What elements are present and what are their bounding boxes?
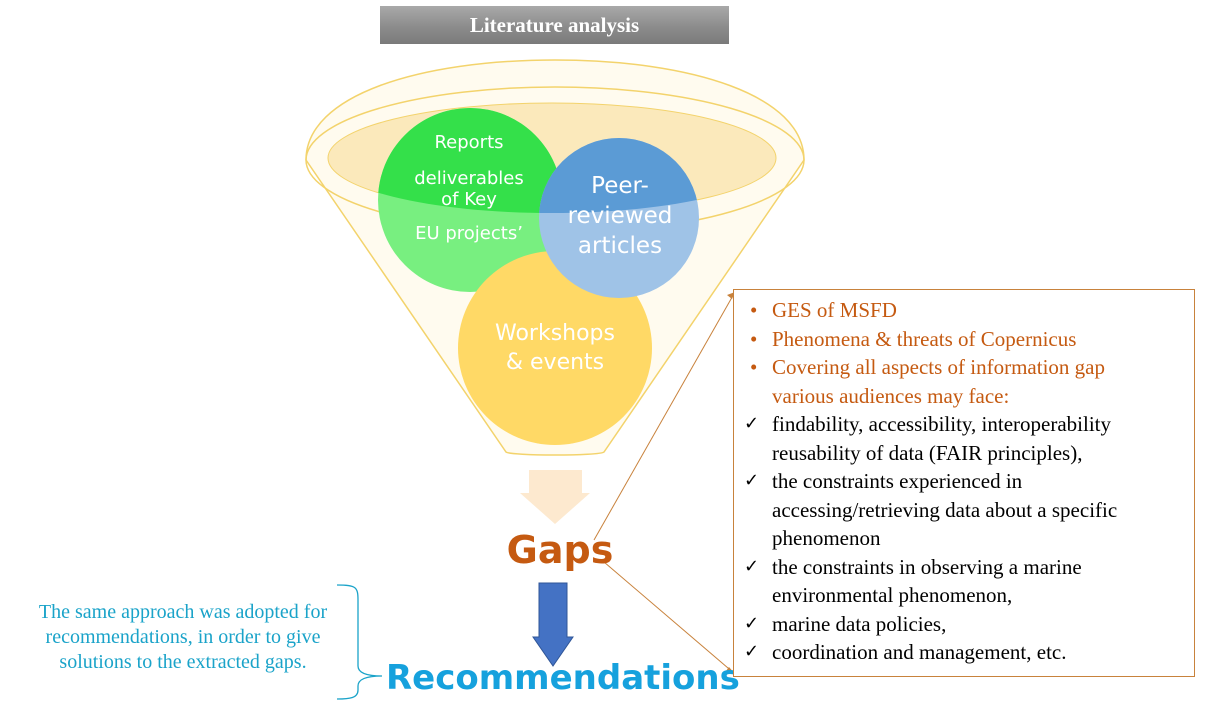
reports-label: Reports deliverables of Key EU projects’ bbox=[398, 132, 540, 244]
gap-aspects-box: • GES of MSFD • Phenomena & threats of Cope… bbox=[733, 289, 1195, 677]
check-item: ✓ marine data policies, bbox=[744, 610, 1184, 639]
item-line: environmental phenomenon, bbox=[772, 583, 1013, 607]
bullet-marker: • bbox=[750, 355, 758, 379]
bullet-marker: • bbox=[750, 326, 758, 351]
check-item: ✓ coordination and management, etc. bbox=[744, 638, 1184, 667]
checkmark-icon: ✓ bbox=[744, 555, 760, 577]
reports-circle-top bbox=[378, 108, 562, 213]
item-line: various audiences may face: bbox=[772, 383, 1010, 408]
item-line: accessing/retrieving data about a specif… bbox=[772, 497, 1118, 522]
note-brace bbox=[336, 584, 383, 700]
note-line2: recommendations, in order to give bbox=[45, 626, 321, 648]
gap-aspects-list: • GES of MSFD • Phenomena & threats of Cope… bbox=[744, 296, 1184, 667]
item-line: the constraints in observing a marine bbox=[772, 554, 1082, 579]
note-line1: The same approach was adopted for bbox=[38, 601, 328, 623]
check-item: ✓ findability, accessibility, interoperab… bbox=[744, 410, 1184, 467]
checkmark-icon: ✓ bbox=[744, 470, 760, 491]
workshops-circle bbox=[458, 251, 652, 445]
item-line: coordination and management, etc. bbox=[772, 640, 1067, 664]
item-line: the constraints experienced in bbox=[772, 469, 1023, 493]
check-item: ✓ the constraints experienced in accessing… bbox=[744, 467, 1184, 553]
header-title: Literature analysis bbox=[469, 12, 640, 37]
bullet-item: • Covering all aspects of information gap… bbox=[744, 353, 1184, 410]
peer-circle-top bbox=[539, 138, 699, 213]
item-line: marine data policies, bbox=[772, 611, 947, 636]
gaps-label: Gaps bbox=[506, 528, 614, 572]
checkmark-icon: ✓ bbox=[744, 641, 760, 662]
peer-line2: reviewed bbox=[567, 202, 673, 229]
recommendations-label: Recommendations bbox=[386, 658, 740, 698]
peer-label: Peer- reviewed articles bbox=[550, 172, 690, 262]
bullet-item: • GES of MSFD bbox=[744, 296, 1184, 325]
bullet-marker: • bbox=[750, 298, 758, 322]
item-line: findability, accessibility, interoperabi… bbox=[772, 412, 1112, 436]
workshops-label: Workshops & events bbox=[475, 320, 635, 377]
reports-line3: of Key bbox=[441, 189, 497, 211]
item-line: Phenomena & threats of Copernicus bbox=[772, 326, 1077, 351]
reports-line1: Reports bbox=[434, 132, 504, 153]
item-line: Covering all aspects of information gap bbox=[772, 355, 1105, 379]
check-item: ✓ the constraints in observing a marine en… bbox=[744, 553, 1184, 610]
bullet-item: • Phenomena & threats of Copernicus bbox=[744, 325, 1184, 354]
reports-line4: EU projects’ bbox=[415, 222, 523, 244]
connector-lower-arrowhead bbox=[726, 667, 735, 674]
literature-analysis-header: Literature analysis bbox=[380, 6, 729, 44]
approach-note: The same approach was adopted for recomm… bbox=[6, 600, 360, 675]
note-line3: solutions to the extracted gaps. bbox=[59, 651, 307, 673]
connector-upper bbox=[593, 291, 736, 541]
reports-line2: deliverables bbox=[414, 167, 524, 189]
checkmark-icon: ✓ bbox=[744, 612, 760, 634]
item-line: GES of MSFD bbox=[772, 298, 897, 322]
item-line: phenomenon bbox=[772, 526, 881, 550]
workshops-line2: & events bbox=[505, 349, 605, 375]
item-line: reusability of data (FAIR principles), bbox=[772, 440, 1083, 465]
blue-down-arrow bbox=[532, 582, 574, 667]
checkmark-icon: ✓ bbox=[744, 413, 760, 434]
peer-line3: articles bbox=[577, 232, 663, 259]
light-down-arrow bbox=[520, 470, 590, 524]
connector-lower bbox=[603, 561, 736, 675]
workshops-line1: Workshops bbox=[494, 321, 615, 346]
peer-line1: Peer- bbox=[591, 173, 649, 199]
